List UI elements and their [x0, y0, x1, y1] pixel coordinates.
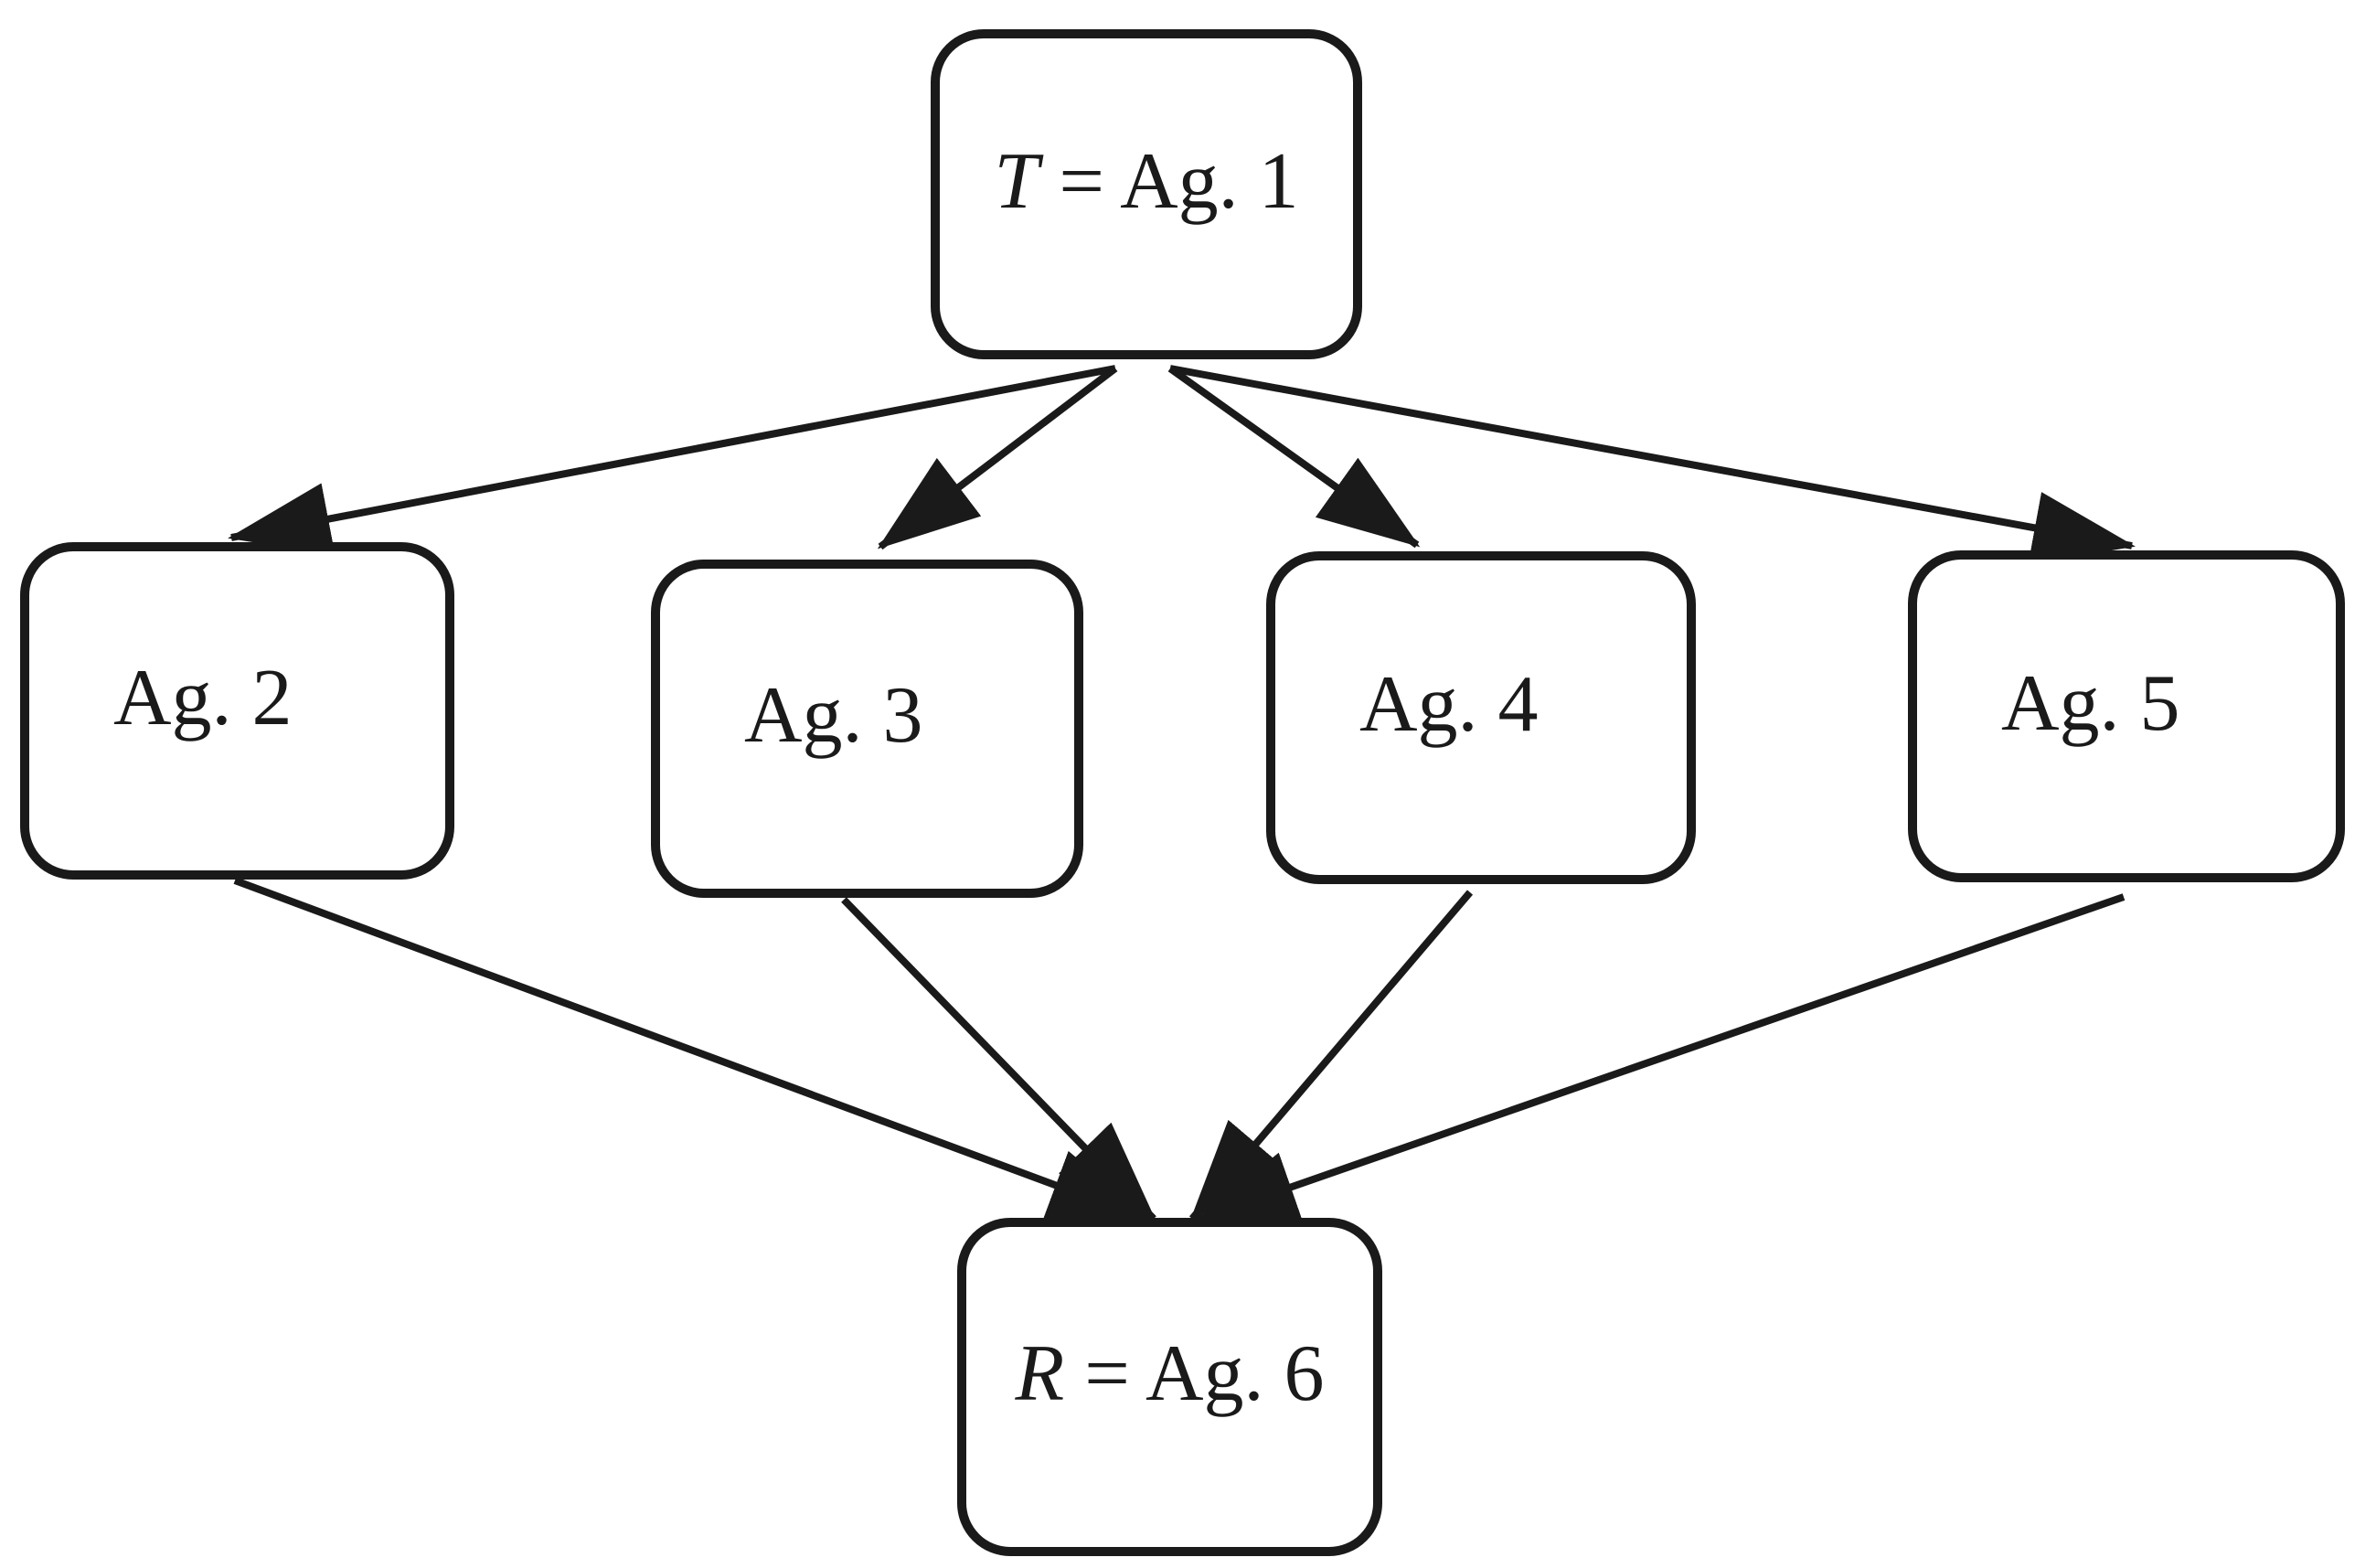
node-ag6-result: R = Ag. 6: [957, 1218, 1382, 1556]
node-ag2: Ag. 2: [20, 542, 454, 880]
node-ag1-label: T = Ag. 1: [994, 141, 1298, 222]
node-ag3: Ag. 3: [651, 560, 1083, 898]
edge-arrow-ag2-ag6: [233, 877, 1152, 1223]
node-ag3-label: Ag. 3: [744, 676, 923, 756]
node-ag2-label: Ag. 2: [113, 657, 293, 739]
edge-arrow-ag1-ag5: [1169, 365, 2136, 564]
node-ag5: Ag. 5: [1908, 550, 2345, 882]
node-ag6-label: R = Ag. 6: [1015, 1334, 1324, 1414]
node-ag1-suffix: = Ag. 1: [1039, 136, 1299, 226]
node-ag6-suffix: = Ag. 6: [1064, 1329, 1325, 1418]
node-ag4: Ag. 4: [1266, 551, 1696, 884]
node-ag2-suffix: Ag. 2: [113, 653, 293, 742]
node-ag6-symbol: R: [1015, 1329, 1065, 1418]
node-ag3-suffix: Ag. 3: [744, 671, 923, 760]
node-ag4-suffix: Ag. 4: [1359, 660, 1539, 749]
node-ag5-label: Ag. 5: [2001, 663, 2180, 744]
node-ag1-task: T = Ag. 1: [931, 29, 1362, 359]
edge-arrow-ag3-ag6: [841, 897, 1156, 1221]
node-ag4-label: Ag. 4: [1359, 665, 1539, 745]
edge-arrow-ag1-ag3: [877, 365, 1118, 550]
edge-arrow-ag1-ag2: [228, 365, 1116, 555]
edge-arrow-ag5-ag6: [1194, 893, 2126, 1223]
node-ag1-symbol: T: [994, 136, 1039, 226]
edge-arrow-ag1-ag4: [1167, 365, 1421, 549]
node-ag5-suffix: Ag. 5: [2001, 658, 2180, 748]
